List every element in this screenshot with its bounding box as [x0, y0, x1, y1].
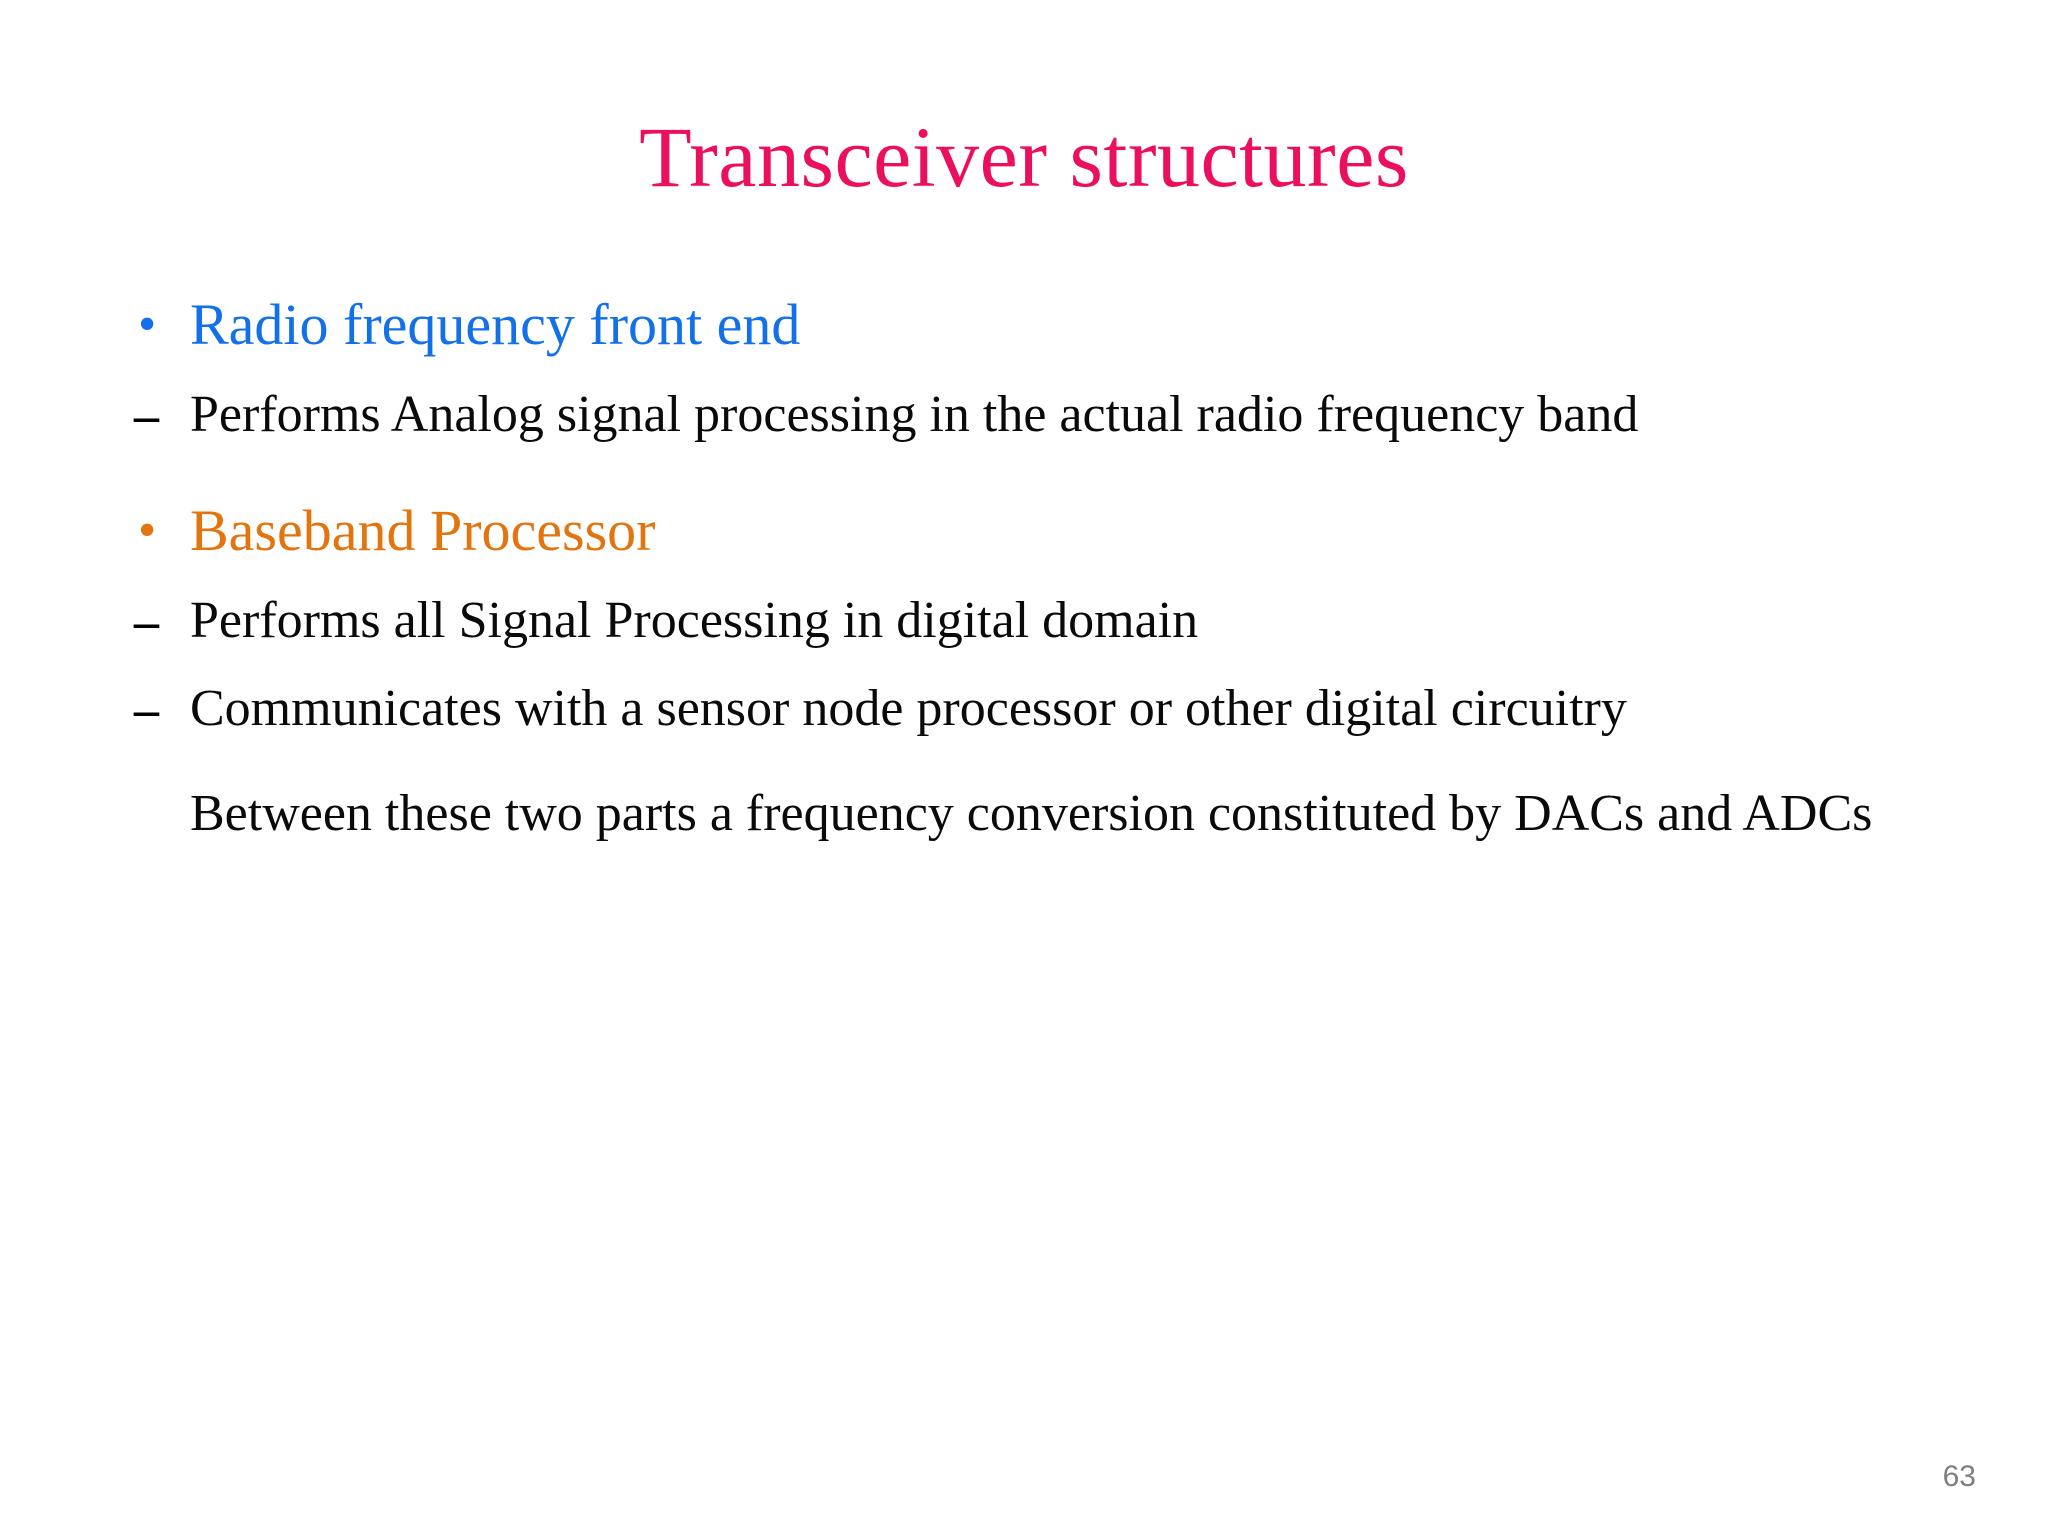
- bullet-dot-icon: •: [138, 296, 157, 353]
- sub-bullet-item: – Performs all Signal Processing in digi…: [128, 586, 1968, 656]
- bullet-dot-icon: •: [138, 502, 157, 559]
- sub-bullet-text: Communicates with a sensor node processo…: [190, 680, 1627, 737]
- dash-bullet-icon: –: [134, 387, 159, 443]
- bullet-label-radio-frequency-front-end: Radio frequency front end: [190, 292, 801, 357]
- dash-bullet-icon: –: [134, 593, 159, 649]
- section-spacer: [128, 450, 1968, 494]
- bullet-item-radio-frequency-front-end: • Radio frequency front end: [128, 288, 1968, 362]
- slide-body: • Radio frequency front end – Performs A…: [128, 288, 1968, 850]
- sub-bullet-text: Performs all Signal Processing in digita…: [190, 592, 1199, 649]
- sub-bullet-item: – Communicates with a sensor node proces…: [128, 674, 1968, 744]
- sub-bullet-text: Performs Analog signal processing in the…: [190, 386, 1639, 443]
- bullet-item-baseband-processor: • Baseband Processor: [128, 494, 1968, 568]
- dash-bullet-icon: –: [134, 681, 159, 737]
- bullet-label-baseband-processor: Baseband Processor: [190, 498, 656, 563]
- closing-paragraph: Between these two parts a frequency conv…: [190, 785, 1873, 842]
- page-number: 63: [1942, 1460, 1976, 1493]
- sub-bullet-item: – Performs Analog signal processing in t…: [128, 380, 1968, 450]
- page-title: Transceiver structures: [639, 109, 1409, 205]
